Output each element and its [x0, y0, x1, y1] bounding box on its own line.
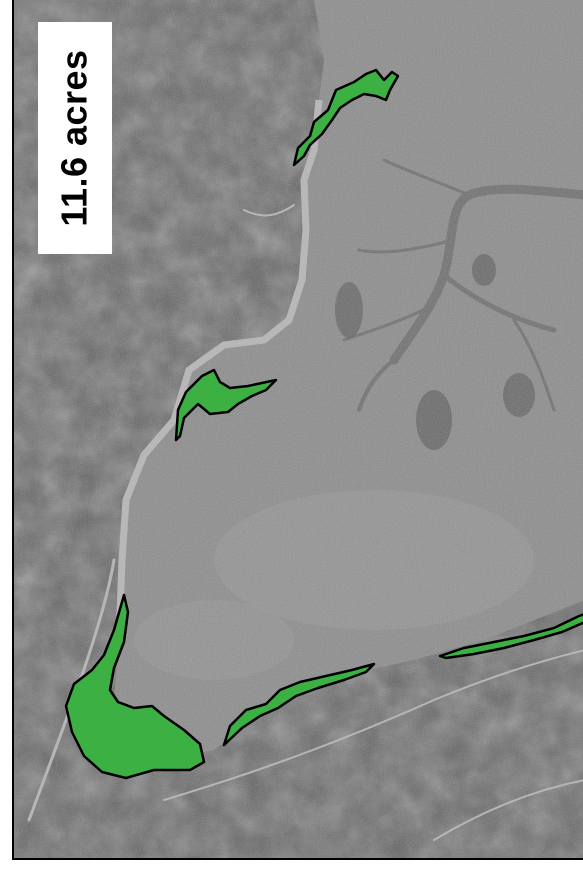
acreage-label: 11.6 acres — [54, 49, 95, 227]
restoration-areas — [64, 68, 583, 780]
restoration-area-north — [292, 68, 400, 167]
aerial-photo — [14, 0, 583, 858]
restoration-area-middle — [174, 368, 278, 442]
restoration-area-south — [222, 662, 376, 747]
restoration-area-southwest — [64, 593, 206, 780]
aerial-map — [12, 0, 583, 860]
restoration-area-southeast — [438, 613, 583, 660]
acreage-label-box: 11.6 acres — [38, 22, 112, 254]
